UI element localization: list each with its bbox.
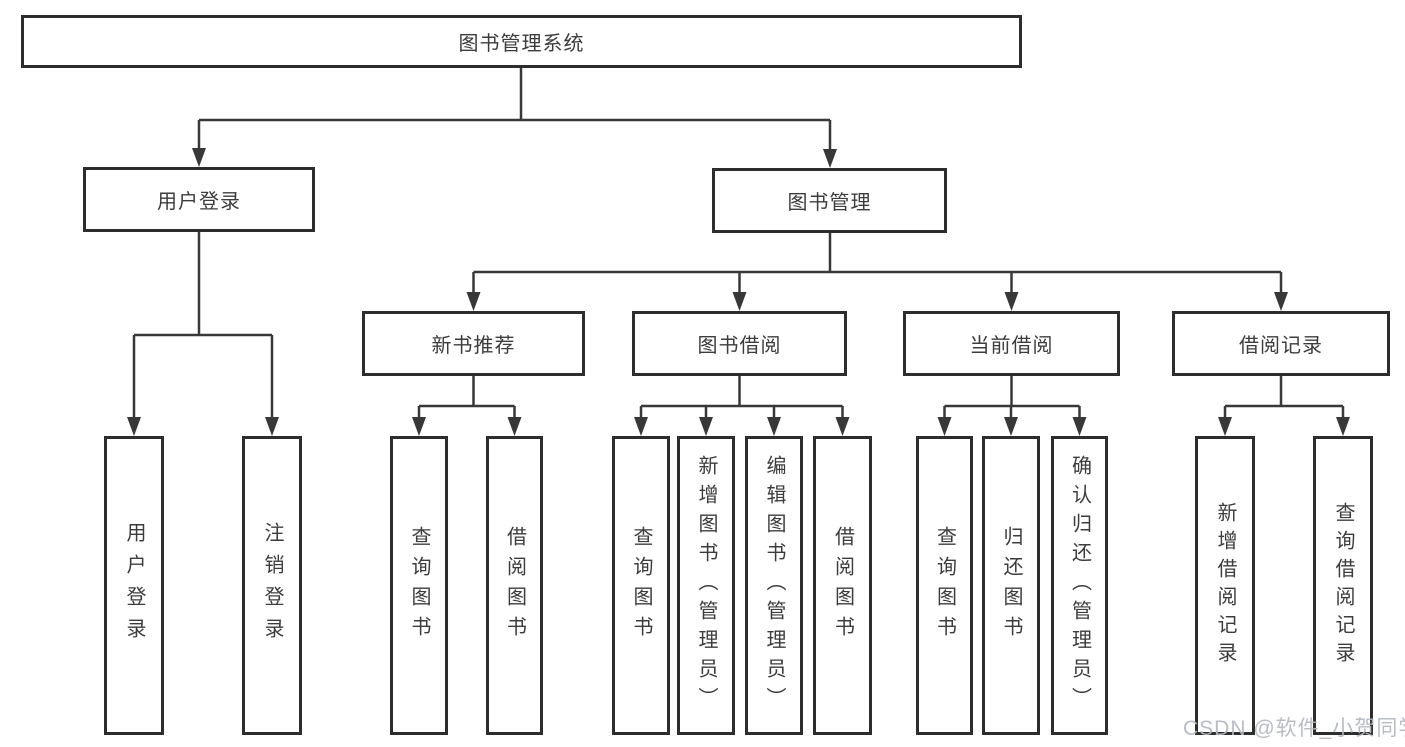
node-library-system-label: 图书管理系统: [458, 33, 585, 55]
leaf-logout-login-label: 注销登录: [261, 521, 283, 650]
leaf-query-book-recommend: 查询图书: [390, 436, 448, 735]
leaf-query-book-current-label: 查询图书: [933, 525, 956, 646]
connector-book-mgmt-children: [472, 233, 1283, 294]
connector-book-borrow-children: [639, 376, 844, 419]
leaf-confirm-return-admin-label: 确认归还（管理员）: [1068, 455, 1091, 716]
leaf-borrow-book-borrowing: 借阅图书: [813, 436, 872, 735]
leaf-return-book: 归还图书: [982, 436, 1040, 735]
leaf-query-book-borrowing-label: 查询图书: [630, 525, 652, 646]
connector-root-to-level2: [197, 68, 832, 151]
leaf-edit-book-admin: 编辑图书（管理员）: [745, 436, 803, 735]
connector-user-login-children: [132, 232, 274, 419]
node-library-system: 图书管理系统: [21, 15, 1022, 68]
leaf-borrow-book-recommend: 借阅图书: [486, 436, 543, 735]
node-current-borrowing-label: 当前借阅: [969, 335, 1054, 357]
leaf-add-book-admin-label: 新增图书（管理员）: [695, 455, 717, 716]
leaf-query-book-current: 查询图书: [916, 436, 973, 735]
node-book-borrowing: 图书借阅: [632, 311, 847, 376]
node-book-management-label: 图书管理: [787, 192, 872, 214]
leaf-query-book-recommend-label: 查询图书: [408, 525, 430, 646]
node-book-management: 图书管理: [712, 168, 947, 233]
watermark: CSDN @软件_小贺同学: [1183, 717, 1405, 740]
leaf-add-book-admin: 新增图书（管理员）: [677, 436, 735, 735]
connector-borrow-records-children: [1223, 376, 1345, 419]
leaf-return-book-label: 归还图书: [1000, 525, 1022, 646]
leaf-add-borrow-record-label: 新增借阅记录: [1214, 501, 1236, 670]
connector-current-borrow-children: [943, 376, 1081, 419]
node-borrowing-records: 借阅记录: [1172, 311, 1390, 376]
leaf-add-borrow-record: 新增借阅记录: [1195, 436, 1255, 735]
leaf-query-borrow-record-label: 查询借阅记录: [1332, 501, 1354, 670]
leaf-user-login: 用户登录: [104, 436, 164, 735]
leaf-query-book-borrowing: 查询图书: [612, 436, 670, 735]
node-book-borrowing-label: 图书借阅: [697, 335, 782, 357]
connector-new-book-children: [417, 376, 516, 419]
leaf-edit-book-admin-label: 编辑图书（管理员）: [763, 455, 785, 716]
node-current-borrowing: 当前借阅: [903, 311, 1120, 376]
node-new-book-recommend-label: 新书推荐: [431, 335, 516, 357]
leaf-logout-login: 注销登录: [242, 436, 302, 735]
leaf-confirm-return-admin: 确认归还（管理员）: [1051, 436, 1108, 735]
leaf-user-login-label: 用户登录: [123, 521, 145, 650]
node-new-book-recommend: 新书推荐: [362, 311, 585, 376]
node-borrowing-records-label: 借阅记录: [1239, 335, 1323, 357]
leaf-borrow-book-borrowing-label: 借阅图书: [831, 525, 854, 646]
node-user-login-label: 用户登录: [157, 191, 241, 213]
arrowheads: [127, 148, 1350, 436]
leaf-borrow-book-recommend-label: 借阅图书: [503, 525, 526, 646]
leaf-query-borrow-record: 查询借阅记录: [1313, 436, 1373, 735]
node-user-login: 用户登录: [83, 167, 315, 232]
